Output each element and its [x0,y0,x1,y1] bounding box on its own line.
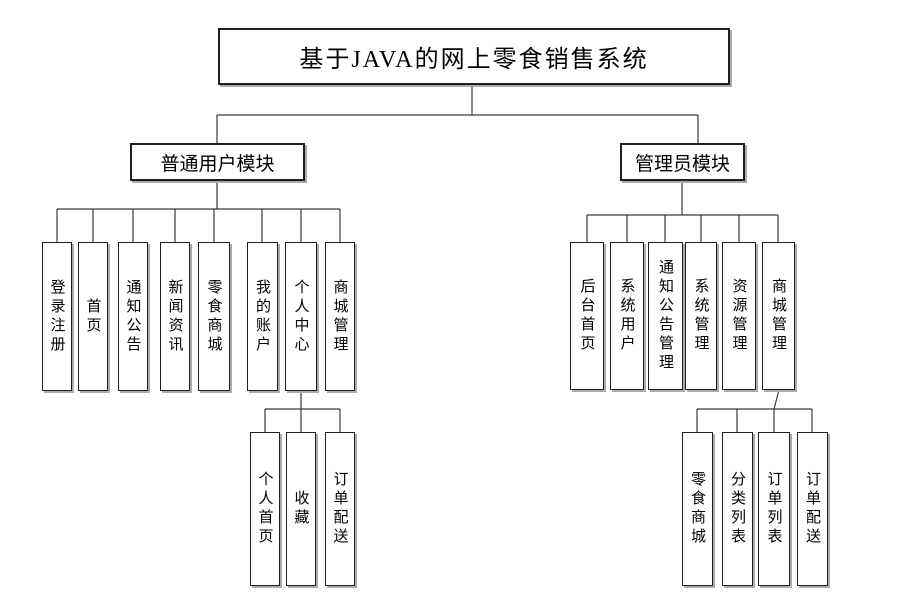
node-system-management-label: 系统管理 [692,278,710,354]
node-login-register-label: 登录注册 [48,278,66,355]
node-home-label: 首页 [84,297,102,336]
node-order-list: 订单列表 [758,432,790,586]
node-notice-management-label: 通知公告管理 [657,259,674,373]
node-system-users: 系统用户 [610,242,644,390]
node-resource-management-label: 资源管理 [730,278,748,354]
node-snack-mall: 零食商城 [198,242,230,391]
node-personal-home: 个人首页 [250,432,280,586]
node-category-list-label: 分类列表 [729,471,746,547]
node-my-account-label: 我的账户 [254,278,271,355]
node-mall-management-user: 商城管理 [325,242,355,391]
node-system-management: 系统管理 [685,242,717,390]
node-admin-module: 管理员模块 [620,143,745,181]
node-regular-user-module: 普通用户模块 [130,143,305,181]
node-favorites-label: 收藏 [292,490,310,528]
node-personal-home-label: 个人首页 [256,471,274,547]
diagram-title: 基于JAVA的网上零食销售系统 [218,28,730,85]
node-backend-home: 后台首页 [570,242,604,390]
node-snack-mall-label: 零食商城 [205,278,223,355]
node-home: 首页 [78,242,108,391]
node-category-list: 分类列表 [722,432,753,586]
node-resource-management: 资源管理 [722,242,756,390]
node-order-list-label: 订单列表 [765,471,783,547]
node-order-delivery-user-label: 订单配送 [331,471,349,547]
node-mall-management-user-label: 商城管理 [331,278,349,355]
node-login-register: 登录注册 [42,242,72,391]
node-order-delivery-admin-label: 订单配送 [804,471,821,547]
node-snack-mall-admin-label: 零食商城 [689,471,706,547]
node-order-delivery-admin: 订单配送 [797,432,828,586]
node-snack-mall-admin: 零食商城 [682,432,713,586]
node-backend-home-label: 后台首页 [578,278,596,354]
node-personal-center: 个人中心 [285,242,317,391]
node-notice-announcement: 通知公告 [118,242,148,391]
node-mall-management-admin-label: 商城管理 [770,278,787,354]
node-mall-management-admin: 商城管理 [762,242,795,390]
node-news-info: 新闻资讯 [160,242,190,391]
node-favorites: 收藏 [286,432,316,586]
node-news-info-label: 新闻资讯 [166,278,184,355]
node-my-account: 我的账户 [247,242,278,391]
node-notice-management: 通知公告管理 [648,242,683,390]
node-personal-center-label: 个人中心 [292,278,310,355]
node-order-delivery-user: 订单配送 [325,432,355,586]
node-system-users-label: 系统用户 [618,278,636,354]
node-notice-announcement-label: 通知公告 [124,278,142,355]
